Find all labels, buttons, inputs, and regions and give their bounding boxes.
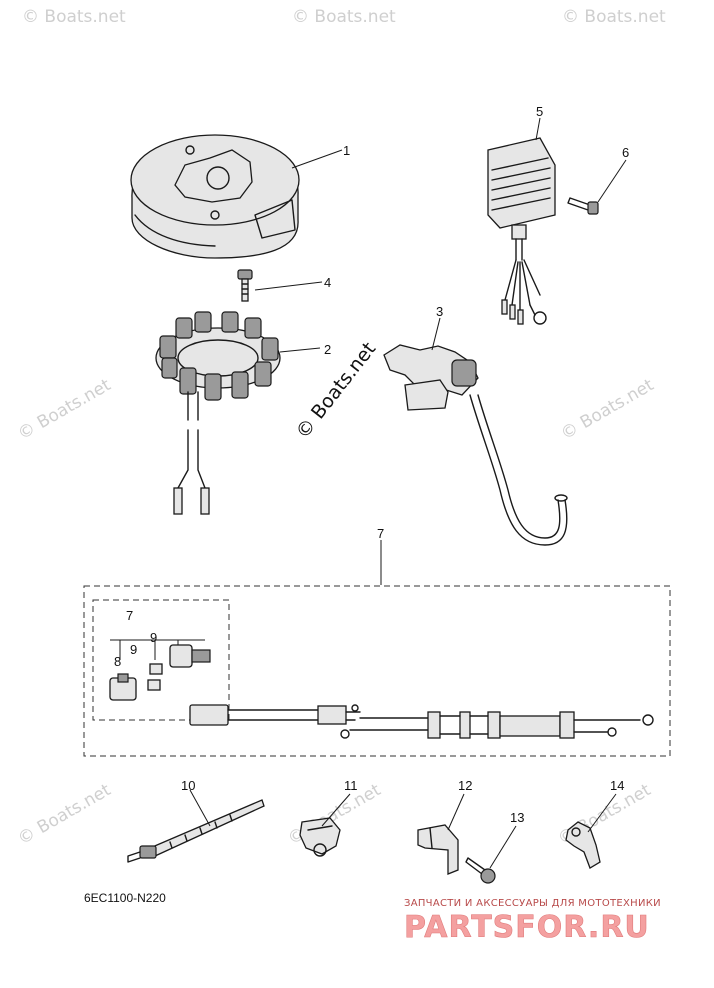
part-4-bolt <box>237 269 253 302</box>
watermark-mid-left: © Boats.net <box>15 375 115 444</box>
callout-12: 12 <box>458 778 472 793</box>
leader-lines <box>189 117 627 869</box>
callout-9-lower: 9 <box>130 642 137 657</box>
callout-14: 14 <box>610 778 624 793</box>
part-12-bracket <box>417 824 459 875</box>
watermark-top-center: © Boats.net <box>292 7 396 27</box>
part-2-stator <box>155 311 281 515</box>
callout-7: 7 <box>377 526 384 541</box>
callout-7-inner: 7 <box>126 608 133 623</box>
part-13-screw <box>465 857 496 884</box>
part-3-pulser-coil <box>383 344 568 546</box>
callout-13: 13 <box>510 810 524 825</box>
brand-logo: ЗАПЧАСТИ И АКСЕССУАРЫ ДЛЯ МОТОТЕХНИКИ PA… <box>404 898 661 945</box>
callout-8: 8 <box>114 654 121 669</box>
part-11-clamp <box>299 817 341 857</box>
brand-tagline: ЗАПЧАСТИ И АКСЕССУАРЫ ДЛЯ МОТОТЕХНИКИ <box>404 898 661 909</box>
callout-11: 11 <box>344 778 358 793</box>
watermark-mid-right: © Boats.net <box>558 375 658 444</box>
part-5-rectifier <box>487 137 556 325</box>
part-1-flywheel <box>130 134 300 259</box>
callout-10: 10 <box>181 778 195 793</box>
watermark-top-right: © Boats.net <box>562 7 666 27</box>
brand-name: PARTSFOR.RU <box>404 910 650 945</box>
part-7-harness <box>189 704 654 739</box>
callout-6: 6 <box>622 145 629 160</box>
diagram-code: 6EC1100-N220 <box>84 891 166 905</box>
kit-7-inner-box <box>92 599 230 721</box>
callout-3: 3 <box>436 304 443 319</box>
watermark-bottom-left: © Boats.net <box>15 780 115 849</box>
kit-7-connector-set <box>109 639 211 701</box>
part-10-cable-tie <box>127 799 265 863</box>
callout-9-upper: 9 <box>150 630 157 645</box>
callout-5: 5 <box>536 104 543 119</box>
watermark-center: © Boats.net <box>292 338 381 443</box>
callout-numbers: 1 2 3 4 5 6 7 7 8 9 9 10 11 12 13 14 <box>114 104 629 825</box>
part-6-bolt <box>567 197 599 215</box>
watermark-top-left: © Boats.net <box>22 7 126 27</box>
callout-4: 4 <box>324 275 331 290</box>
callout-2: 2 <box>324 342 331 357</box>
kit-7-outer-box <box>83 585 671 757</box>
callout-1: 1 <box>343 143 350 158</box>
part-14-clip <box>565 821 601 869</box>
